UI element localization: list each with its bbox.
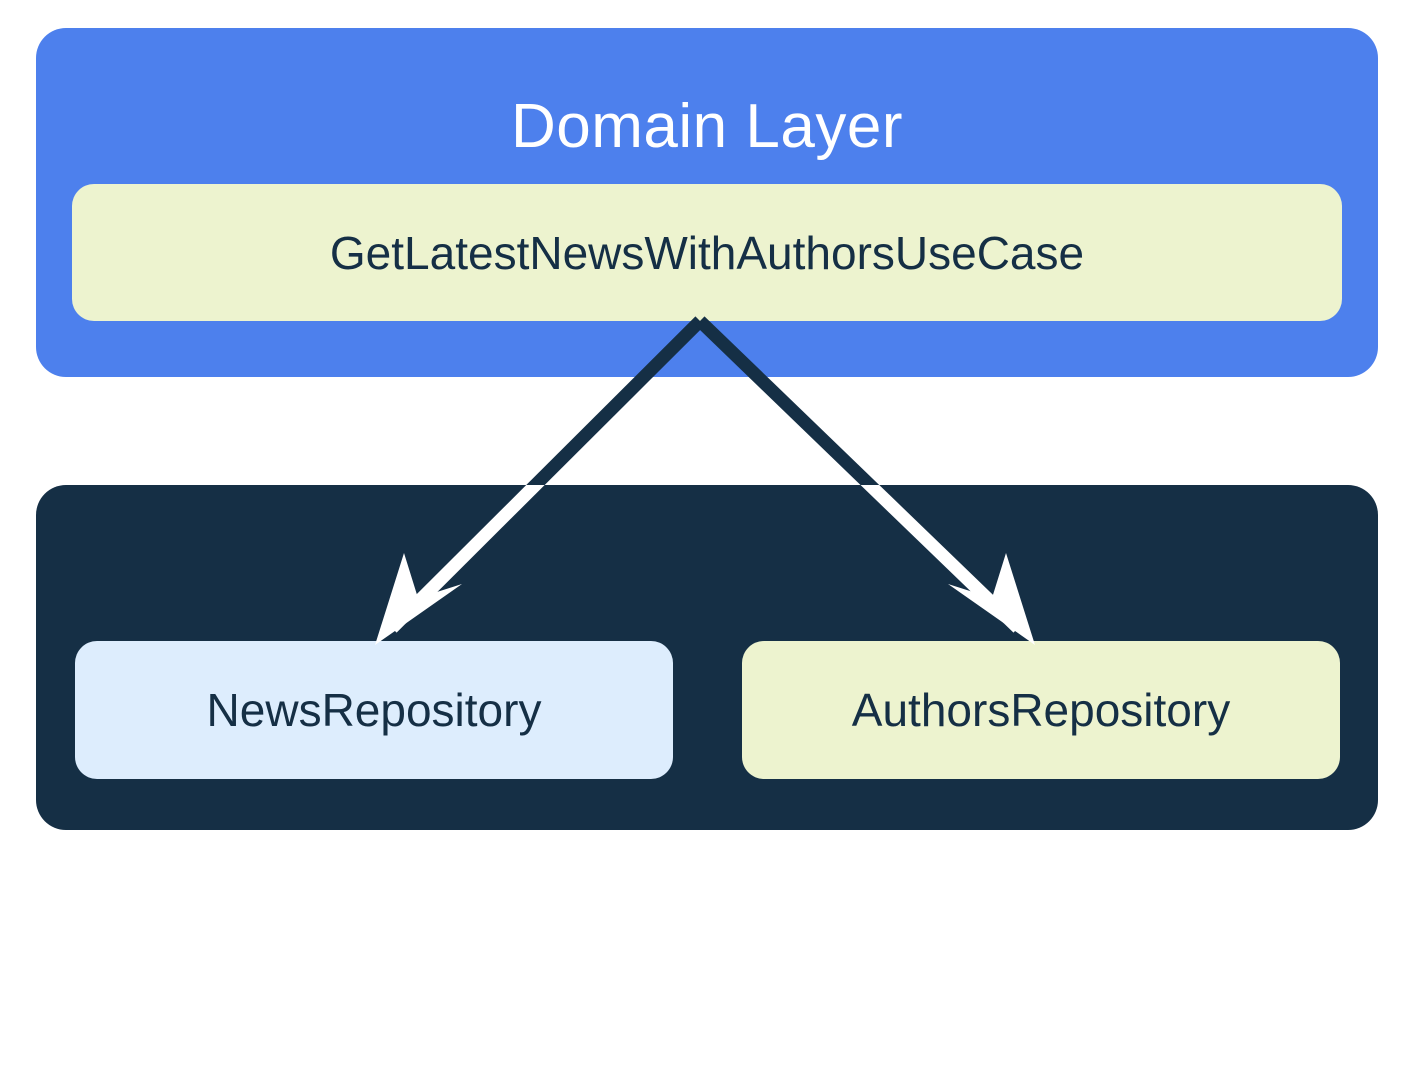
data-layer-title: Data Layer <box>552 1003 862 1072</box>
node-news-repository[interactable]: NewsRepository <box>75 641 673 779</box>
domain-layer-title: Domain Layer <box>511 92 903 161</box>
architecture-diagram: Domain Layer GetLatestNewsWithAuthorsUse… <box>36 28 1378 830</box>
node-authors-repository[interactable]: AuthorsRepository <box>742 641 1340 779</box>
node-label: AuthorsRepository <box>851 684 1231 736</box>
node-get-latest-news-with-authors-use-case[interactable]: GetLatestNewsWithAuthorsUseCase <box>72 184 1342 321</box>
node-label: NewsRepository <box>206 684 542 736</box>
node-label: GetLatestNewsWithAuthorsUseCase <box>329 226 1085 279</box>
